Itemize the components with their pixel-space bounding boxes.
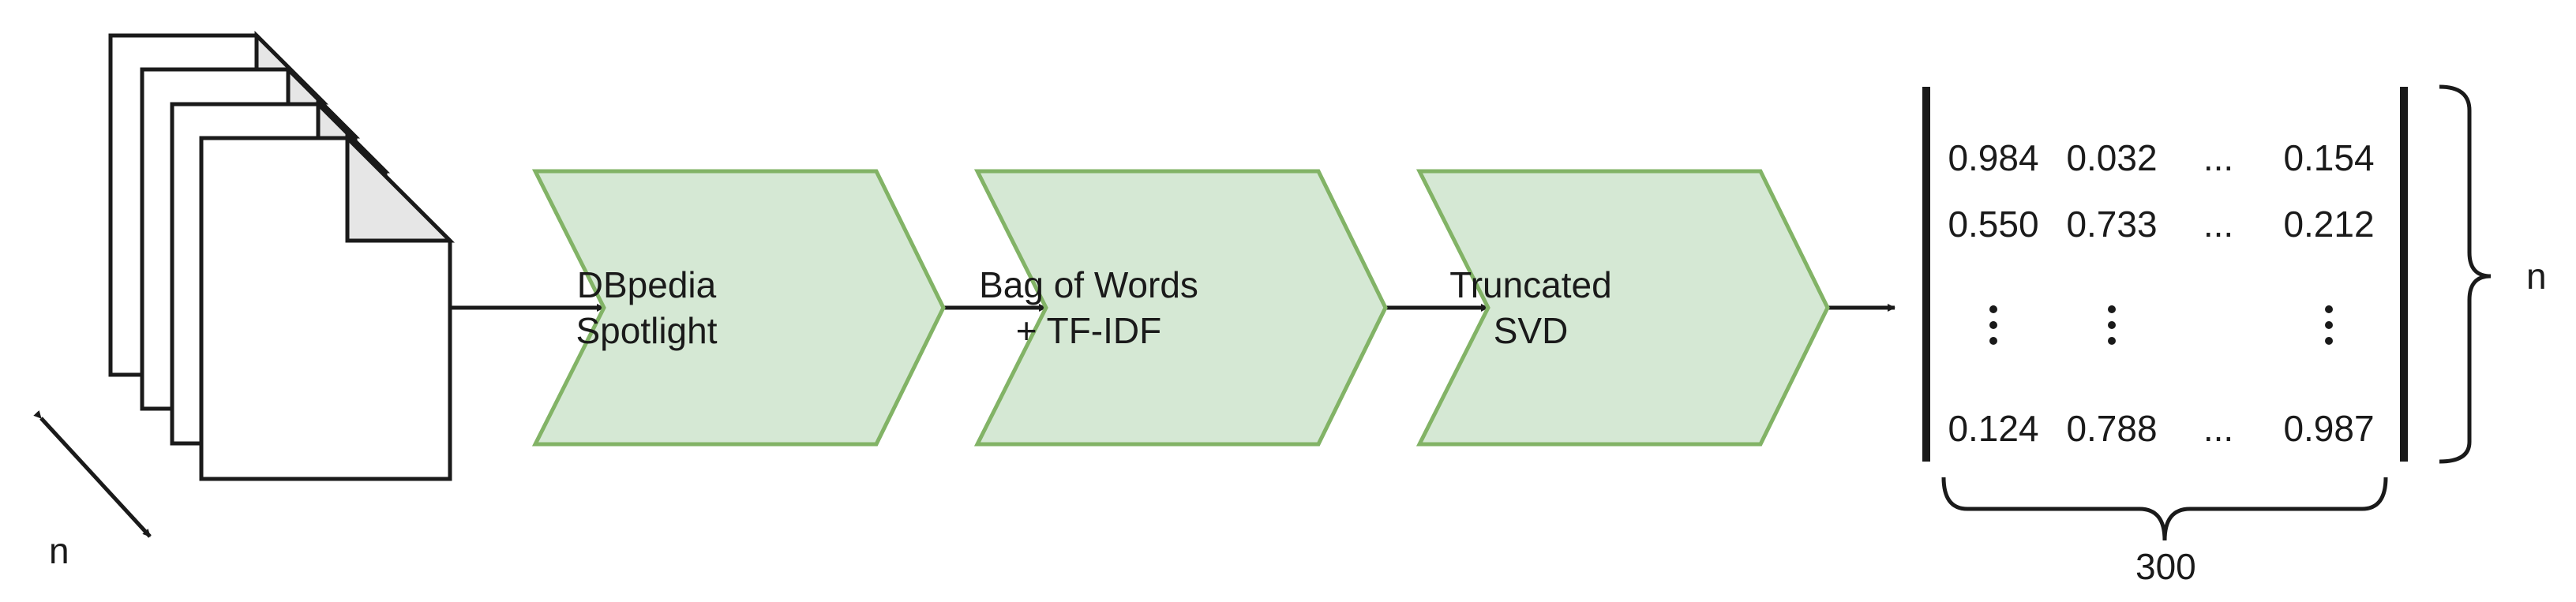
- matrix-cell: 0.984: [1948, 137, 2039, 178]
- stage-truncated-svd-label: Truncated SVD: [1412, 262, 1649, 353]
- depth-arrow: [33, 409, 152, 538]
- matrix-cell: 0.550: [1948, 204, 2039, 245]
- vertical-ellipsis-icon: [2108, 305, 2116, 345]
- matrix-cell: ...: [2203, 137, 2234, 178]
- matrix-cell: 0.733: [2066, 204, 2158, 245]
- document-page-4: [199, 133, 456, 481]
- stage-label-line2: + TF-IDF: [1015, 310, 1162, 351]
- stage-dbpedia-spotlight: [531, 169, 946, 447]
- matrix-vertical-ellipsis: [1989, 305, 2333, 345]
- cols-brace: [1941, 477, 2388, 541]
- matrix-cols-label: 300: [2135, 546, 2196, 587]
- stage-bag-of-words-label: Bag of Words + TF-IDF: [970, 262, 1207, 353]
- matrix-cell: 0.124: [1948, 408, 2039, 449]
- vertical-ellipsis-icon: [1989, 305, 1997, 345]
- matrix-cell: 0.212: [2283, 204, 2375, 245]
- rows-brace: [2439, 84, 2492, 464]
- stage-label-line2: SVD: [1493, 310, 1569, 351]
- stage-truncated-svd: [1415, 169, 1830, 447]
- stage-label-line1: Bag of Words: [979, 264, 1198, 305]
- stages: [531, 169, 1830, 447]
- matrix-cell: 0.032: [2066, 137, 2158, 178]
- stage-bag-of-words: [973, 169, 1388, 447]
- vertical-ellipsis-icon: [2325, 305, 2333, 345]
- matrix-bars: [1922, 87, 2408, 462]
- matrix-cell: 0.154: [2283, 137, 2375, 178]
- matrix-cell: ...: [2203, 204, 2234, 245]
- document-stack: [108, 30, 456, 481]
- stage-label-line1: Truncated: [1449, 264, 1612, 305]
- stage-label-line1: DBpedia: [576, 264, 717, 305]
- matrix-cell: 0.788: [2066, 408, 2158, 449]
- matrix-rows-label: n: [2526, 256, 2547, 297]
- matrix-cell: ...: [2203, 408, 2234, 449]
- stage-dbpedia-spotlight-label: DBpedia Spotlight: [528, 262, 765, 353]
- documents-depth-label: n: [49, 530, 69, 571]
- stage-label-line2: Spotlight: [576, 310, 718, 351]
- matrix-cell: 0.987: [2283, 408, 2375, 449]
